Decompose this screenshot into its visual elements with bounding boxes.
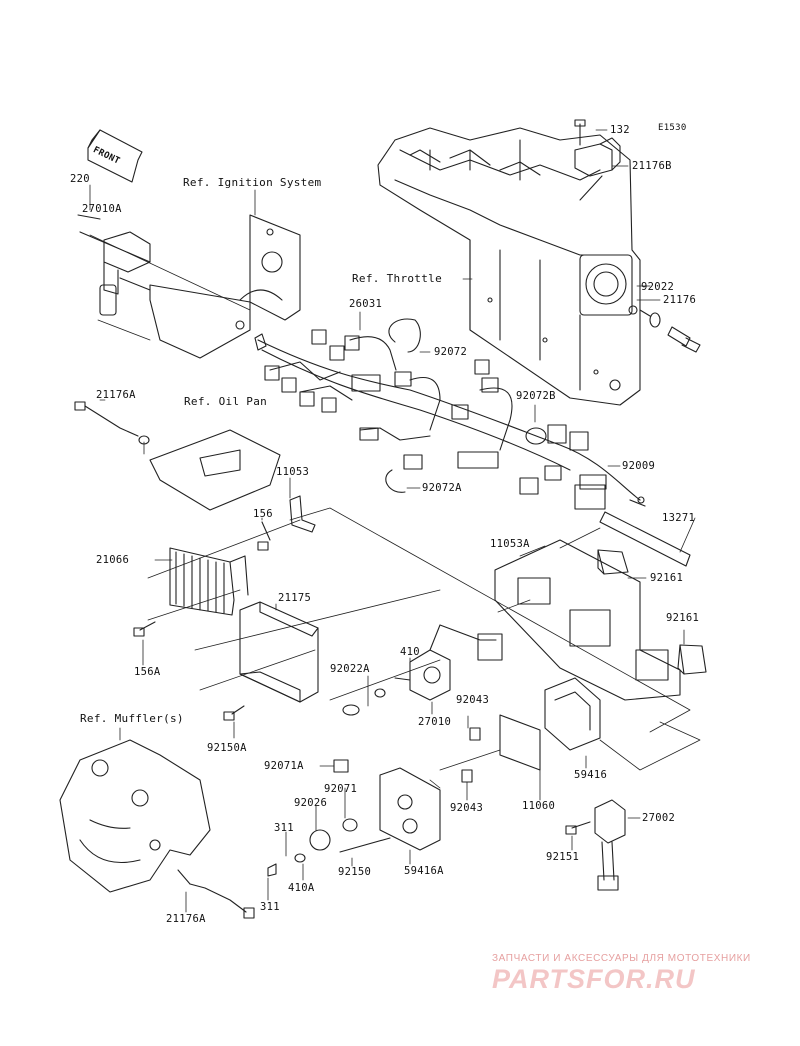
callout-92043-b: 92043 xyxy=(450,802,484,814)
callout-21176: 21176 xyxy=(663,294,697,306)
ecu-21175 xyxy=(223,601,319,721)
callout-92072a: 92072A xyxy=(422,482,462,494)
ignition-coil xyxy=(77,214,151,316)
callout-156a: 156A xyxy=(134,666,161,678)
callout-59416a: 59416A xyxy=(404,865,444,877)
ignition-bracket xyxy=(119,214,301,359)
callout-92071a: 92071A xyxy=(264,760,304,772)
callout-21176b: 21176B xyxy=(632,160,672,172)
bar-13271 xyxy=(599,496,691,567)
callout-92151: 92151 xyxy=(546,851,580,863)
callout-92072: 92072 xyxy=(434,346,468,358)
relay-27002 xyxy=(565,799,626,891)
callout-21176a-bottom: 21176A xyxy=(166,913,206,925)
callout-156: 156 xyxy=(253,508,273,520)
rubber-92161 xyxy=(597,549,707,675)
callout-410a: 410A xyxy=(288,882,315,894)
callout-92071: 92071 xyxy=(324,783,358,795)
front-arrow-icon xyxy=(87,129,143,183)
throttle-body-assembly xyxy=(377,127,641,406)
callout-311-a: 311 xyxy=(274,822,294,834)
bracket-11053a xyxy=(494,539,681,701)
callout-11053: 11053 xyxy=(276,466,310,478)
ref-throttle: Ref. Throttle xyxy=(352,272,442,285)
callout-92022: 92022 xyxy=(641,281,675,293)
muffler-part xyxy=(59,739,211,893)
callout-27010: 27010 xyxy=(418,716,452,728)
callout-13271: 13271 xyxy=(662,512,696,524)
diagram-code: E1530 xyxy=(658,123,687,133)
callout-27010a: 27010A xyxy=(82,203,122,215)
stay-11053 xyxy=(257,495,316,551)
callout-21175: 21175 xyxy=(278,592,312,604)
ref-mufflers: Ref. Muffler(s) xyxy=(80,712,184,725)
callout-27002: 27002 xyxy=(642,812,676,824)
watermark-logo: PARTSFOR.RU xyxy=(492,964,696,994)
callout-92022a: 92022A xyxy=(330,663,370,675)
callout-21066: 21066 xyxy=(96,554,130,566)
wire-harness xyxy=(254,329,641,510)
sensor-21176a-top xyxy=(74,401,281,511)
regulator-21066 xyxy=(133,547,249,637)
callout-92150a: 92150A xyxy=(207,742,247,754)
callout-410: 410 xyxy=(400,646,420,658)
callout-92043-a: 92043 xyxy=(456,694,490,706)
callout-132: 132 xyxy=(610,124,630,136)
callout-92161-a: 92161 xyxy=(650,572,684,584)
callout-220: 220 xyxy=(70,173,90,185)
ref-ignition-system: Ref. Ignition System xyxy=(183,176,322,189)
callout-92161-b: 92161 xyxy=(666,612,700,624)
callout-92026: 92026 xyxy=(294,797,328,809)
callout-92009: 92009 xyxy=(622,460,656,472)
sensor-21176a-bottom xyxy=(177,869,255,919)
ref-oil-pan: Ref. Oil Pan xyxy=(184,395,268,408)
clamps xyxy=(385,318,547,493)
watermark-tagline: ЗАПЧАСТИ И АКСЕССУАРЫ ДЛЯ МОТОТЕХНИКИ xyxy=(492,953,751,964)
callout-11053a: 11053A xyxy=(490,538,530,550)
sensor-21176 xyxy=(639,309,701,353)
callout-92072b: 92072B xyxy=(516,390,556,402)
leader-lines xyxy=(89,129,696,913)
assembly-frame-lines xyxy=(89,234,701,789)
sensor-21176b xyxy=(574,119,621,201)
callout-21176a-top: 21176A xyxy=(96,389,136,401)
mount-59416a xyxy=(267,759,441,877)
sensor-27010 xyxy=(342,624,503,716)
callout-11060: 11060 xyxy=(522,800,556,812)
callout-59416: 59416 xyxy=(574,769,608,781)
callout-311-b: 311 xyxy=(260,901,280,913)
callout-92150: 92150 xyxy=(338,866,372,878)
callout-26031: 26031 xyxy=(349,298,383,310)
